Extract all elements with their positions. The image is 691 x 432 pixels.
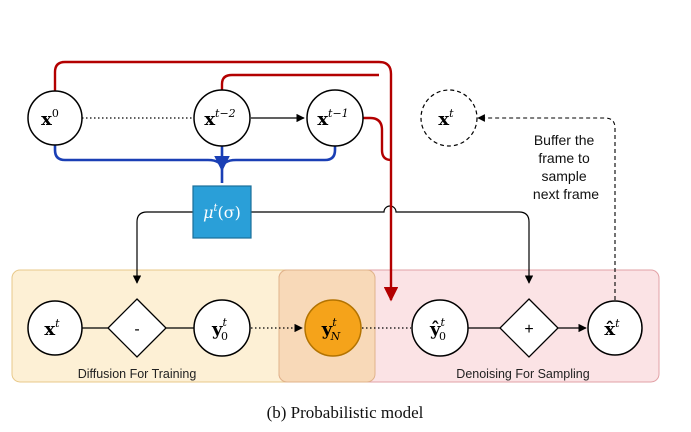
mu-function-box: μt(σ) bbox=[192, 185, 252, 239]
red-arrow-from-x0 bbox=[53, 60, 399, 302]
svg-text:-: - bbox=[134, 321, 139, 338]
blue-merge-arrow bbox=[53, 143, 337, 183]
node-xt-minus-2: xt−2 bbox=[193, 89, 251, 147]
svg-text:xt−1: xt−1 bbox=[317, 107, 348, 130]
svg-text:ytN: ytN bbox=[321, 316, 341, 343]
training-region-label: Diffusion For Training bbox=[78, 367, 197, 381]
figure-caption: (b) Probabilistic model bbox=[267, 403, 424, 422]
node-xt-next-dashed: xt bbox=[420, 89, 478, 147]
red-arrow-from-xt1 bbox=[363, 116, 392, 162]
node-x0: x0 bbox=[27, 90, 83, 146]
node-xt-training: xt bbox=[27, 300, 83, 356]
svg-text:μt(σ): μt(σ) bbox=[203, 203, 241, 222]
arrow-mu-to-minus bbox=[132, 211, 193, 284]
minus-operator: - bbox=[107, 298, 167, 358]
svg-text:x0: x0 bbox=[41, 107, 59, 130]
sampling-region-label: Denoising For Sampling bbox=[456, 367, 589, 381]
arrow-mu-to-plus bbox=[251, 205, 534, 284]
node-xt-minus-1: xt−1 bbox=[306, 89, 364, 147]
buffer-note: Buffer the frame to sample next frame bbox=[533, 132, 599, 202]
node-x-hat: x̂t bbox=[587, 300, 643, 356]
svg-text:+: + bbox=[524, 321, 533, 338]
svg-text:x̂t: x̂t bbox=[604, 317, 620, 340]
svg-text:xt: xt bbox=[44, 317, 60, 340]
plus-operator: + bbox=[499, 298, 559, 358]
svg-text:ŷt0: ŷt0 bbox=[429, 316, 446, 343]
svg-text:xt: xt bbox=[438, 107, 454, 130]
svg-text:xt−2: xt−2 bbox=[204, 107, 235, 130]
red-arrow-from-xt2 bbox=[220, 73, 379, 91]
svg-text:yt0: yt0 bbox=[211, 316, 228, 343]
